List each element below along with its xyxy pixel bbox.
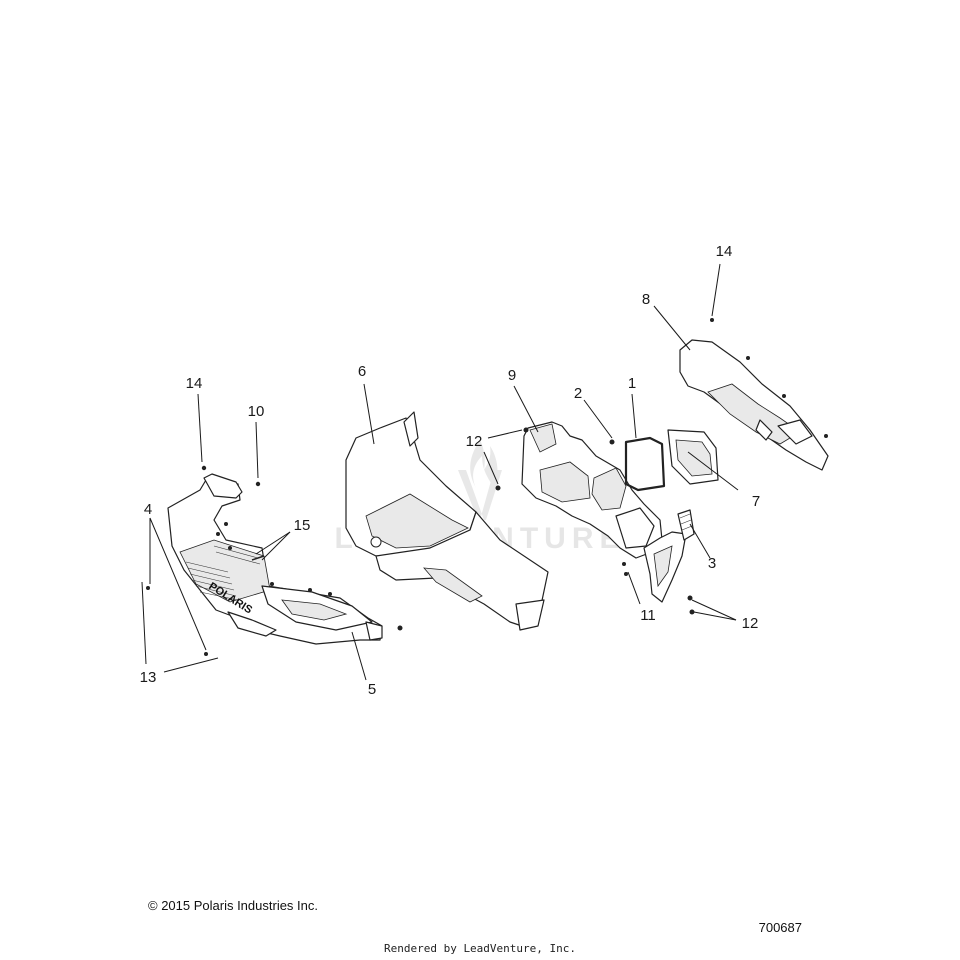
- lower-dash-part: [643, 531, 687, 603]
- callout-3: 3: [708, 555, 716, 572]
- gasket-part: [624, 436, 666, 492]
- callout-12-dash: 12: [466, 433, 483, 450]
- leader-lines: [141, 263, 739, 681]
- hood-part: [345, 411, 549, 631]
- rear-panel-part: [679, 339, 829, 471]
- fasteners: [146, 318, 828, 656]
- callout-11: 11: [640, 607, 656, 624]
- callout-8: 8: [642, 291, 650, 308]
- callout-1: 1: [628, 375, 636, 392]
- callout-9: 9: [508, 367, 516, 384]
- rendered-by-text: Rendered by LeadVenture, Inc.: [383, 942, 577, 955]
- callout-10: 10: [248, 403, 265, 420]
- dash-panel-part: [521, 421, 663, 559]
- callout-12-lower: 12: [742, 615, 759, 632]
- copyright-text: © 2015 Polaris Industries Inc.: [148, 898, 318, 913]
- callout-7: 7: [752, 493, 760, 510]
- callout-15: 15: [294, 517, 311, 534]
- leadventure-flame-logo-icon: [458, 440, 502, 520]
- callout-13: 13: [140, 669, 157, 686]
- cover-plate-part: [667, 429, 719, 485]
- callout-6: 6: [358, 363, 366, 380]
- front-bumper-part: POLARIS: [167, 473, 383, 645]
- callout-14-front: 14: [186, 375, 203, 392]
- callout-5: 5: [368, 681, 376, 698]
- drawing-number: 700687: [758, 920, 802, 935]
- callout-4: 4: [144, 501, 152, 518]
- callouts: 1 2 3 4 5 6 7 8 9 10 11 12 12 13 14 14 1…: [140, 243, 761, 698]
- callout-14-rear: 14: [716, 243, 733, 260]
- callout-2: 2: [574, 385, 582, 402]
- vent-grille-part: [677, 509, 695, 541]
- bumper-grille: [185, 545, 261, 601]
